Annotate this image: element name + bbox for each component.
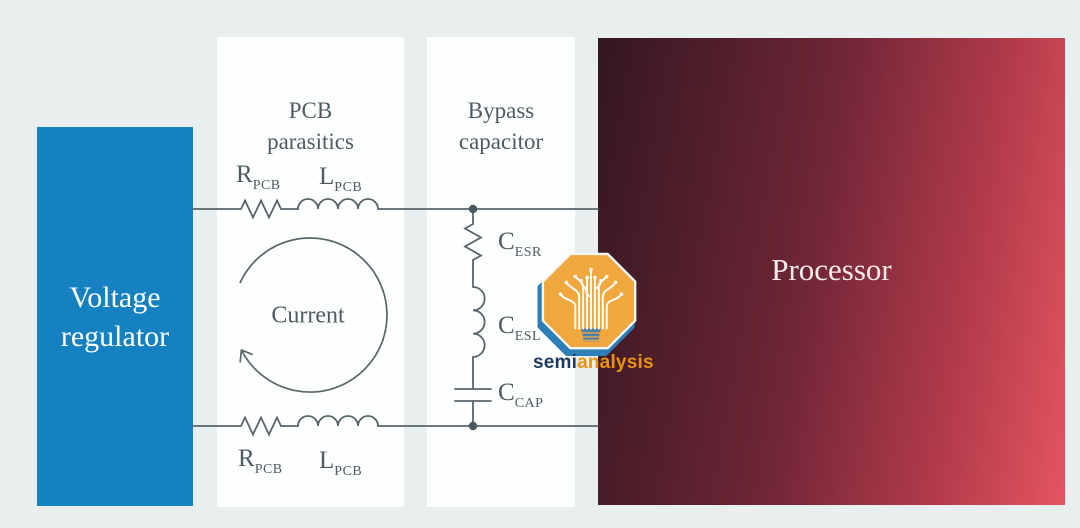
pcb-parasitics-title: PCB parasitics	[217, 95, 404, 157]
label-r-pcb-bottom-symbol: R	[238, 445, 255, 472]
junction-node-bottom	[468, 421, 478, 431]
label-l-pcb-top-subscript: PCB	[334, 180, 363, 195]
junction-node-top	[468, 204, 478, 214]
label-c-esr: CESR	[498, 228, 542, 260]
logo-text-semi: semi	[533, 352, 578, 373]
logo-tree-tips	[558, 267, 624, 296]
label-l-pcb-bottom-symbol: L	[319, 447, 335, 474]
label-r-pcb-bottom-subscript: PCB	[254, 462, 283, 477]
pcb-parasitics-panel: PCB parasitics	[217, 37, 404, 507]
inductor-symbol-bottom	[297, 415, 379, 427]
voltage-regulator-label-line2: regulator	[60, 319, 170, 353]
bypass-capacitor-panel: Bypass capacitor	[427, 37, 575, 507]
resistor-symbol-bottom	[237, 415, 285, 437]
label-r-pcb-top-symbol: R	[236, 161, 253, 188]
bypass-capacitor-title-line1: Bypass	[467, 98, 535, 123]
label-l-pcb-bottom: LPCB	[319, 447, 362, 479]
semianalysis-logo-icon	[537, 252, 637, 356]
label-l-pcb-top-symbol: L	[319, 163, 335, 190]
resistor-symbol-cesr	[463, 223, 483, 261]
current-label: Current	[271, 302, 345, 329]
label-c-esl: CESL	[498, 312, 541, 344]
bypass-capacitor-title-line2: capacitor	[458, 129, 544, 154]
label-c-esr-symbol: C	[498, 228, 515, 255]
label-r-pcb-bottom: RPCB	[238, 445, 283, 477]
label-l-pcb-top: LPCB	[319, 163, 362, 195]
label-c-cap-symbol: C	[498, 379, 515, 406]
label-r-pcb-top: RPCB	[236, 161, 281, 193]
semianalysis-logo-wordmark: semianalysis	[533, 352, 654, 374]
inductor-symbol-top	[297, 198, 379, 210]
bypass-capacitor-title: Bypass capacitor	[427, 95, 575, 157]
pcb-parasitics-title-line2: parasitics	[267, 129, 354, 154]
pcb-parasitics-title-line1: PCB	[288, 98, 333, 123]
logo-octagon	[541, 252, 637, 350]
label-c-cap: CCAP	[498, 379, 543, 411]
current-loop-arrow	[239, 237, 388, 393]
label-c-esl-symbol: C	[498, 312, 515, 339]
voltage-regulator-label-line1: Voltage	[69, 280, 161, 314]
label-r-pcb-top-subscript: PCB	[252, 178, 281, 193]
logo-text-analysis: analysis	[577, 352, 654, 373]
label-c-esl-subscript: ESL	[514, 329, 542, 344]
processor-label: Processor	[771, 252, 892, 287]
voltage-regulator-block: Voltage regulator	[37, 127, 193, 506]
label-c-esr-subscript: ESR	[514, 245, 542, 260]
logo-bulb-base	[581, 328, 601, 342]
resistor-symbol-top	[237, 198, 285, 220]
label-c-cap-subscript: CAP	[514, 396, 544, 411]
capacitor-symbol-ccap	[454, 388, 492, 402]
processor-block	[598, 38, 1065, 505]
label-l-pcb-bottom-subscript: PCB	[334, 464, 363, 479]
inductor-symbol-cesl	[472, 286, 486, 358]
